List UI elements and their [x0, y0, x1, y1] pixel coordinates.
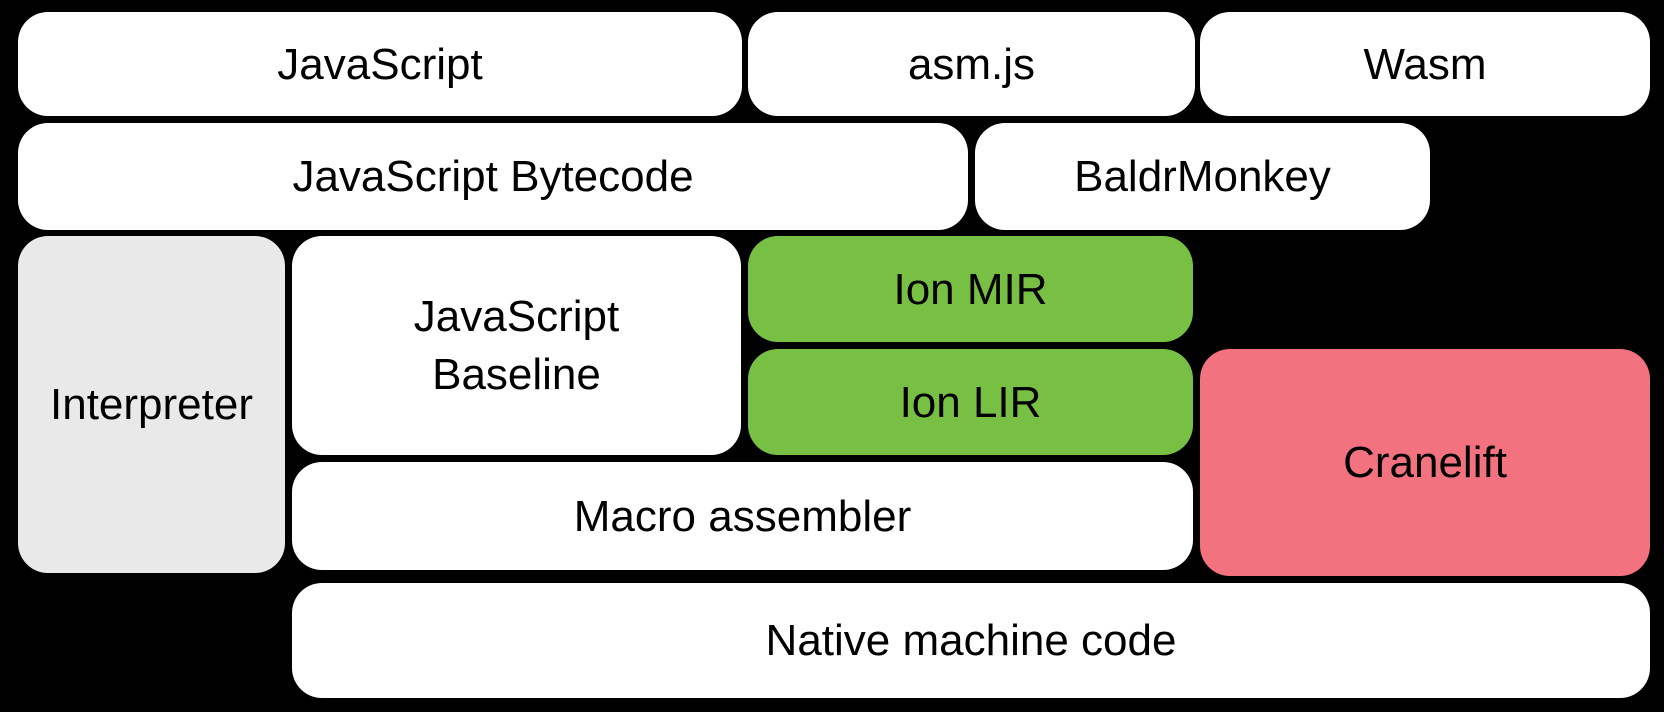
box-javascript-baseline: JavaScript Baseline	[292, 236, 741, 455]
box-javascript-label: JavaScript	[277, 39, 483, 89]
box-macro-assembler: Macro assembler	[292, 462, 1193, 570]
box-javascript-bytecode-label: JavaScript Bytecode	[292, 152, 694, 201]
box-ion-lir-label: Ion LIR	[899, 377, 1042, 427]
box-baldrmonkey: BaldrMonkey	[975, 123, 1430, 230]
box-javascript-bytecode: JavaScript Bytecode	[18, 123, 968, 230]
box-baldrmonkey-label: BaldrMonkey	[1074, 152, 1331, 201]
box-interpreter: Interpreter	[18, 236, 285, 573]
box-native-machine-code: Native machine code	[292, 583, 1650, 698]
box-ion-mir: Ion MIR	[748, 236, 1193, 342]
box-javascript: JavaScript	[18, 12, 742, 116]
box-wasm: Wasm	[1200, 12, 1650, 116]
box-javascript-baseline-label: JavaScript Baseline	[413, 291, 620, 399]
box-cranelift: Cranelift	[1200, 349, 1650, 576]
box-asm-js-label: asm.js	[907, 39, 1036, 89]
box-asm-js: asm.js	[748, 12, 1195, 116]
box-macro-assembler-label: Macro assembler	[573, 491, 912, 541]
box-native-machine-code-label: Native machine code	[765, 616, 1177, 665]
box-interpreter-label: Interpreter	[50, 380, 253, 429]
box-ion-lir: Ion LIR	[748, 349, 1193, 455]
box-wasm-label: Wasm	[1363, 39, 1487, 89]
box-cranelift-label: Cranelift	[1343, 438, 1507, 487]
box-ion-mir-label: Ion MIR	[893, 264, 1048, 314]
